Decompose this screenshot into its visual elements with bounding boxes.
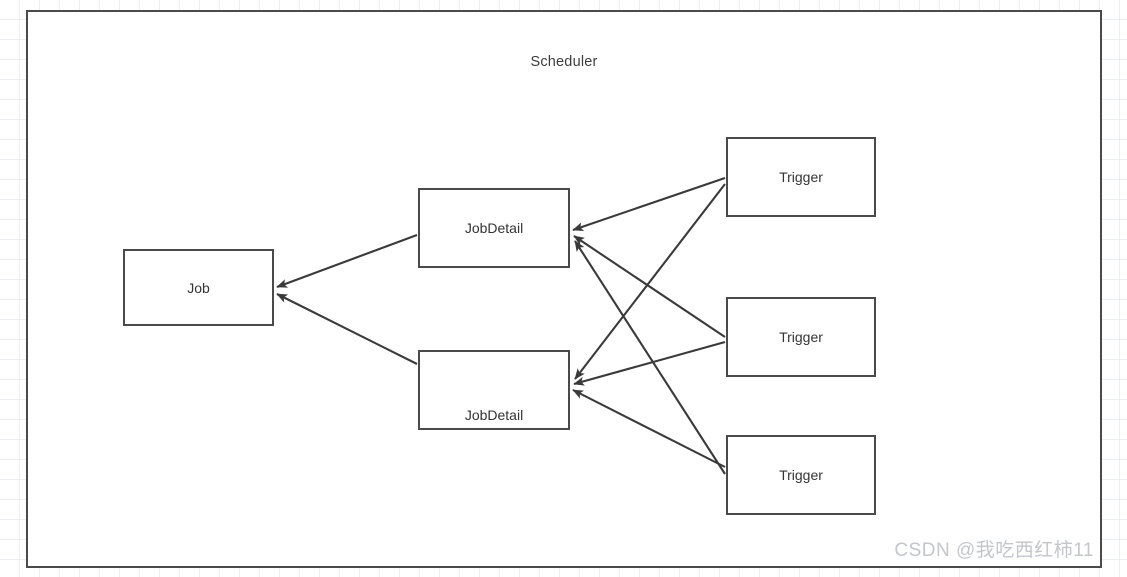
node-jobdetail-top-label: JobDetail xyxy=(464,220,524,236)
edge-trigger2-jobdetail2 xyxy=(573,340,726,386)
node-trigger-top-label: Trigger xyxy=(779,169,823,185)
node-jobdetail-bottom-label: JobDetail xyxy=(464,407,524,423)
edge-trigger1-jobdetail1 xyxy=(572,177,726,231)
node-trigger-top[interactable]: Trigger xyxy=(726,137,876,217)
edge-trigger3-jobdetail1 xyxy=(574,240,726,475)
edge-jobdetail2-job xyxy=(276,293,418,365)
node-job-label: Job xyxy=(187,279,210,296)
node-trigger-middle[interactable]: Trigger xyxy=(726,297,876,377)
edge-jobdetail1-job xyxy=(276,234,418,288)
node-trigger-bottom-label: Trigger xyxy=(779,467,823,483)
node-trigger-middle-label: Trigger xyxy=(779,329,823,345)
edge-trigger1-jobdetail2 xyxy=(574,183,726,380)
watermark: CSDN @我吃西红柿11 xyxy=(894,540,1094,561)
node-jobdetail-bottom[interactable]: JobDetail xyxy=(418,350,570,430)
node-trigger-bottom[interactable]: Trigger xyxy=(726,435,876,515)
node-jobdetail-top[interactable]: JobDetail xyxy=(418,188,570,268)
page-title: Scheduler xyxy=(530,54,598,70)
edge-trigger3-jobdetail2 xyxy=(572,389,726,468)
scheduler-container: Scheduler xyxy=(26,10,1102,568)
node-job[interactable]: Job xyxy=(123,249,274,326)
edge-trigger2-jobdetail1 xyxy=(573,235,726,338)
